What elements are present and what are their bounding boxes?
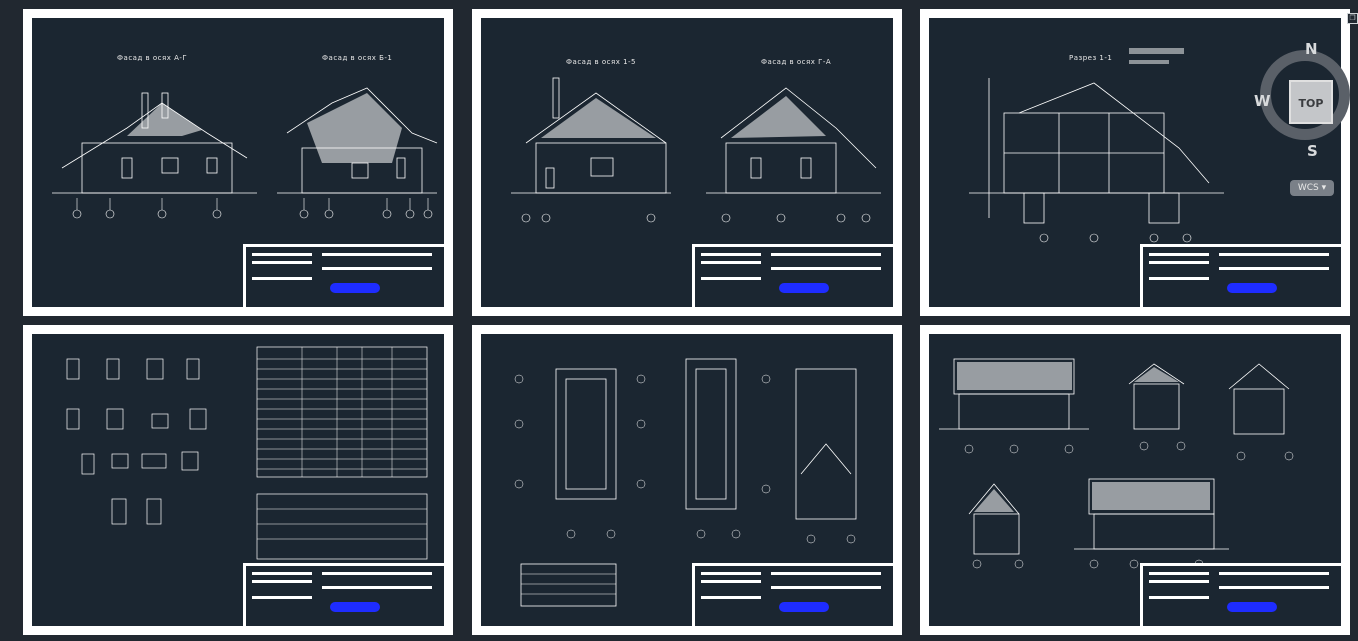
facade-section-drawings [939,358,1294,569]
facade-drawings [511,77,881,223]
drawing-sheet-5[interactable] [472,325,902,635]
title-block [1140,563,1341,626]
sheet-title-facade-g-a: Фасад в осях Г-А [761,58,832,66]
drawing-sheet-3[interactable]: Разрез 1-1 [920,9,1350,316]
drawing-sheet-2[interactable]: Фасад в осях 1-5 Фасад в осях Г-А [472,9,902,316]
title-block [1140,244,1341,307]
title-block [692,244,893,307]
compass-ring[interactable] [1260,50,1350,140]
sheet-title-facade-1-5: Фасад в осях 1-5 [566,58,637,66]
sheet-title-section-1-1: Разрез 1-1 [1069,54,1113,62]
wcs-dropdown-icon[interactable]: WCS ▾ [1290,180,1334,196]
sheet-title-facade-b-1: Фасад в осях Б-1 [322,54,393,62]
sheet-title-facade-a-g: Фасад в осях А-Г [117,54,188,62]
facade-drawings [52,87,438,219]
section-drawing [969,48,1224,243]
drawing-sheet-1[interactable]: Фасад в осях А-Г Фасад в осях Б-1 [23,9,453,316]
restore-window-icon[interactable]: ❐ [1347,13,1358,24]
compass-west-label[interactable]: W [1254,92,1271,110]
compass-north-label[interactable]: N [1305,40,1318,58]
title-block [692,563,893,626]
wcs-label: WCS [1297,183,1319,193]
compass-south-label[interactable]: S [1307,142,1318,160]
title-block [243,563,444,626]
drawing-sheet-4[interactable] [23,325,453,635]
title-block [243,244,444,307]
drawing-sheet-6[interactable] [920,325,1350,635]
viewcube-top-face[interactable]: TOP [1289,80,1333,124]
plan-drawings [514,358,857,607]
viewcube-icon[interactable]: N W S TOP WCS ▾ [1252,40,1358,196]
window-schedule-drawing [66,346,428,560]
